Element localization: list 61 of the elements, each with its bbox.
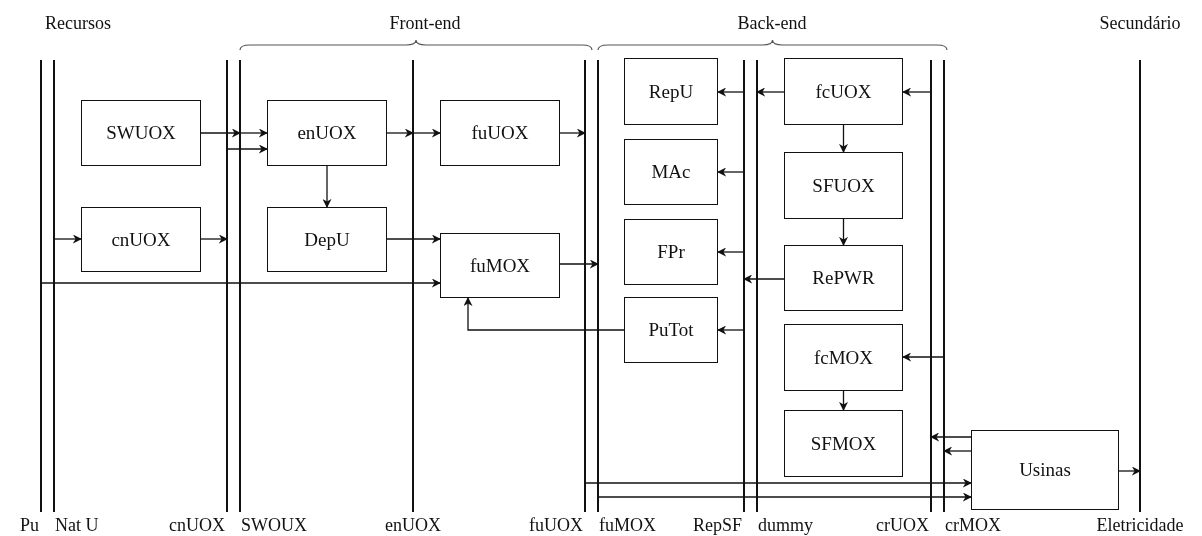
bus-label: Pu xyxy=(20,515,39,535)
bus-label: cnUOX xyxy=(169,515,225,535)
arrow xyxy=(902,352,945,362)
bus-label: dummy xyxy=(758,515,813,535)
arrow xyxy=(40,278,441,288)
column-header: Front-end xyxy=(389,13,461,33)
arrow xyxy=(943,446,972,456)
arrow xyxy=(463,297,625,331)
bus-label: Nat U xyxy=(55,515,99,535)
process-box: fuUOX xyxy=(440,100,560,166)
arrow xyxy=(839,218,848,246)
arrow xyxy=(200,128,241,138)
process-box: MAc xyxy=(624,139,718,205)
process-box: fcUOX xyxy=(784,58,903,125)
arrow xyxy=(584,478,972,488)
process-box: SFMOX xyxy=(784,410,903,477)
arrow xyxy=(839,124,848,153)
column-header: Back-end xyxy=(737,13,807,33)
arrow xyxy=(239,128,268,138)
arrow xyxy=(717,247,745,257)
arrow xyxy=(559,259,599,269)
bus-label: fuMOX xyxy=(599,515,656,535)
arrow xyxy=(717,167,745,177)
arrow xyxy=(559,128,586,138)
arrow xyxy=(200,234,228,244)
process-box: SWUOX xyxy=(81,100,201,166)
bus-label: RepSF xyxy=(692,515,742,535)
process-box: SFUOX xyxy=(784,152,903,219)
column-header: Recursos xyxy=(45,13,111,33)
arrow xyxy=(717,325,745,335)
bus-label: crUOX xyxy=(876,515,929,535)
arrow xyxy=(717,87,745,97)
process-box: enUOX xyxy=(267,100,387,166)
process-box: RepU xyxy=(624,58,718,125)
process-box: FPr xyxy=(624,219,718,285)
process-box: RePWR xyxy=(784,245,903,311)
arrow xyxy=(1118,466,1141,476)
arrow xyxy=(386,234,441,244)
arrow xyxy=(902,87,932,97)
process-box: cnUOX xyxy=(81,207,201,272)
arrow xyxy=(412,128,441,138)
arrow xyxy=(226,144,268,154)
process-box: Usinas xyxy=(971,430,1119,510)
arrow xyxy=(53,234,82,244)
process-box: fcMOX xyxy=(784,324,903,391)
process-box: DepU xyxy=(267,207,387,272)
arrow xyxy=(756,87,785,97)
bus-label: SWOUX xyxy=(241,515,307,535)
bus-label: enUOX xyxy=(385,515,441,535)
bus-label: fuUOX xyxy=(529,515,583,535)
bus-label: crMOX xyxy=(945,515,1001,535)
arrow xyxy=(322,165,332,208)
arrow xyxy=(597,492,972,502)
process-box: PuTot xyxy=(624,297,718,363)
arrow xyxy=(743,274,785,284)
arrow xyxy=(930,432,972,442)
column-header: Secundário xyxy=(1099,13,1181,33)
arrow xyxy=(386,128,414,138)
arrow xyxy=(839,390,848,411)
bus-label: Eletricidade xyxy=(1096,515,1184,535)
process-box: fuMOX xyxy=(440,233,560,298)
